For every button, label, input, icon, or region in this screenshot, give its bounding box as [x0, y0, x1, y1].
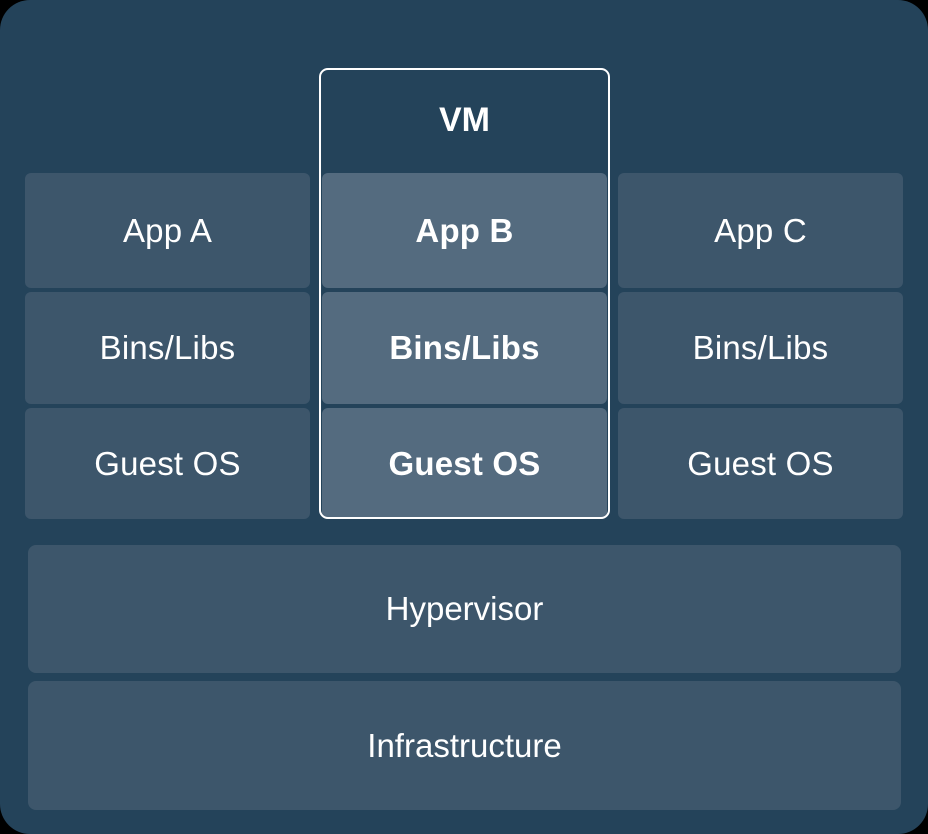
cell-app-b: App B	[322, 173, 607, 288]
cell-bins-libs-b: Bins/Libs	[322, 292, 607, 404]
cell-guest-os-c: Guest OS	[618, 408, 903, 519]
cell-guest-os-a: Guest OS	[25, 408, 310, 519]
cell-bins-libs-c: Bins/Libs	[618, 292, 903, 404]
layer-infrastructure: Infrastructure	[28, 681, 901, 810]
cell-bins-libs-a: Bins/Libs	[25, 292, 310, 404]
cell-app-a: App A	[25, 173, 310, 288]
layer-hypervisor: Hypervisor	[28, 545, 901, 673]
vm-label: VM	[439, 101, 490, 139]
cell-app-c: App C	[618, 173, 903, 288]
cell-guest-os-b: Guest OS	[322, 408, 607, 519]
